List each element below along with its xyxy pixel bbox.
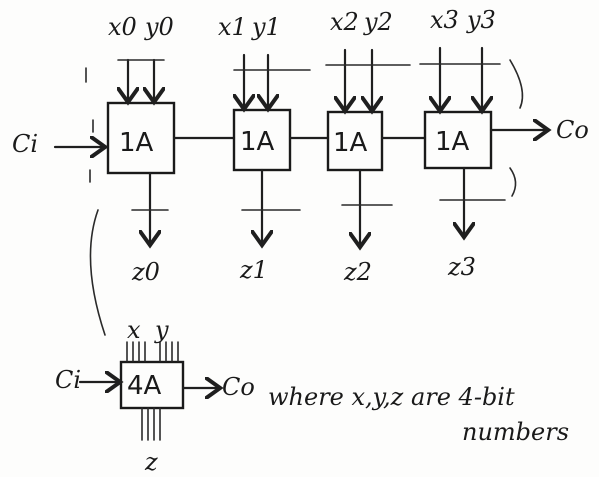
cout-label: Co bbox=[556, 116, 589, 144]
y1-label: y1 bbox=[251, 13, 281, 41]
y3-label: y3 bbox=[466, 6, 496, 34]
x1-label: x1 bbox=[218, 13, 247, 41]
z3-label: z3 bbox=[447, 253, 476, 281]
summary-connector bbox=[89, 209, 106, 336]
z2-label: z2 bbox=[343, 258, 372, 286]
summary-cout-label: Co bbox=[222, 373, 255, 401]
summary-x-label: x bbox=[127, 316, 141, 344]
adder-block-1: 1A bbox=[232, 53, 311, 243]
block-label-2: 1A bbox=[333, 128, 368, 158]
z0-label: z0 bbox=[131, 258, 160, 286]
summary-y-label: y bbox=[154, 316, 169, 344]
x3-label: x3 bbox=[430, 6, 459, 34]
summary-block-label: 4A bbox=[127, 371, 162, 401]
summary-adder-block: 4A bbox=[78, 341, 218, 441]
adder-block-3: 1A bbox=[419, 46, 524, 235]
summary-note-line1: where x,y,z are 4-bit bbox=[268, 383, 515, 411]
adder-block-2: 1A bbox=[325, 48, 411, 245]
x0-label: x0 bbox=[108, 13, 137, 41]
summary-note-line2: numbers bbox=[462, 418, 569, 446]
y0-label: y0 bbox=[144, 13, 174, 41]
cin-label: Ci bbox=[12, 130, 38, 158]
block-label-1: 1A bbox=[240, 127, 275, 157]
z1-label: z1 bbox=[239, 256, 268, 284]
block-label-3: 1A bbox=[435, 127, 470, 157]
summary-cin-label: Ci bbox=[55, 366, 81, 394]
y2-label: y2 bbox=[363, 8, 393, 36]
adder-block-0: 1A bbox=[106, 58, 176, 243]
block-label-0: 1A bbox=[119, 128, 154, 158]
x2-label: x2 bbox=[330, 8, 359, 36]
summary-z-label: z bbox=[144, 448, 158, 476]
